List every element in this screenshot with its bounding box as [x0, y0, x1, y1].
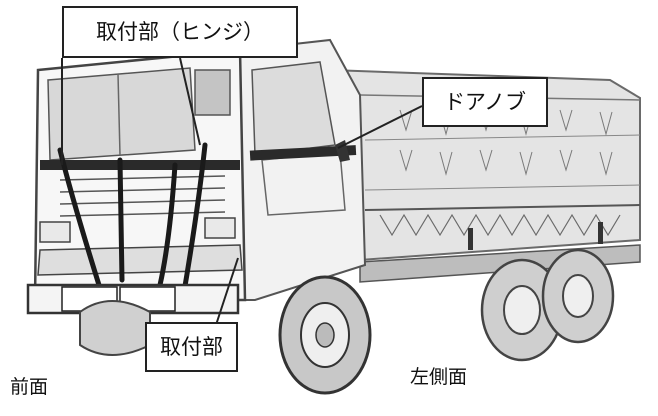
cargo-canopy [328, 68, 641, 262]
front-view-label: 前面 [10, 376, 49, 398]
mount-callout: 取付部 [145, 322, 238, 372]
left-side-view-label: 左側面 [410, 366, 468, 388]
door-knob-callout: ドアノブ [422, 77, 548, 127]
leader-lines [61, 57, 423, 329]
cab-front [26, 48, 247, 323]
front-wheels [79, 275, 372, 395]
cab-side [239, 38, 367, 301]
rear-wheels [480, 248, 615, 362]
hinge-mount-callout: 取付部（ヒンジ） [62, 6, 298, 58]
